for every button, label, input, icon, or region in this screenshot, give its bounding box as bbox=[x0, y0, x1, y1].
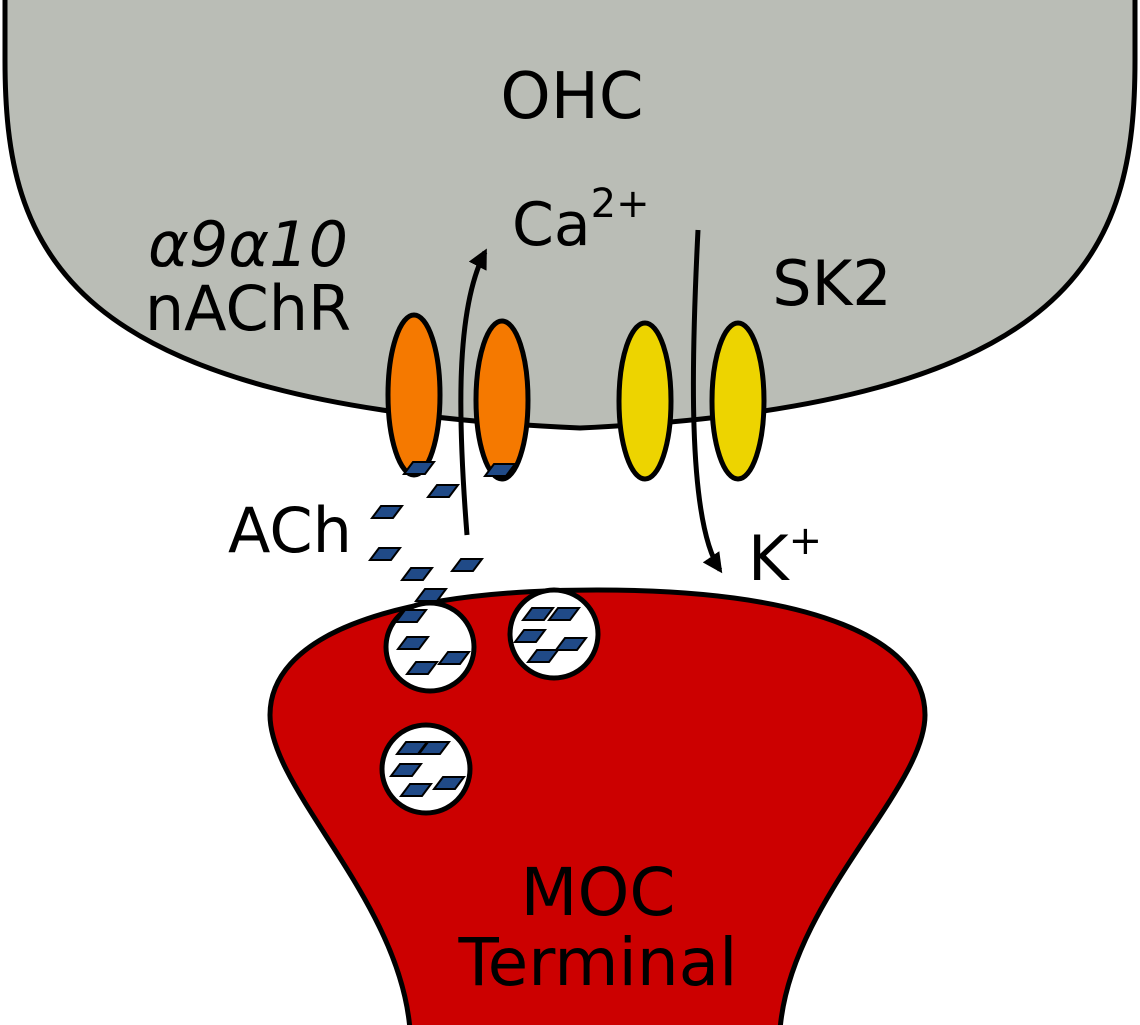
ach-molecule bbox=[417, 741, 451, 755]
ach-molecule bbox=[450, 558, 484, 572]
ach-molecule bbox=[402, 461, 436, 475]
ach-molecule bbox=[521, 607, 555, 621]
ach-molecule bbox=[437, 651, 471, 665]
receptor-label-line2: nAChR bbox=[145, 272, 351, 345]
ach-molecule bbox=[405, 661, 439, 675]
ohc-cell bbox=[2, 0, 1138, 431]
ach-molecule bbox=[389, 763, 423, 777]
potassium-label: K+ bbox=[748, 518, 822, 595]
calcium-influx-arrow bbox=[458, 248, 488, 536]
sk2-subunit-left bbox=[616, 320, 674, 482]
ach-molecule bbox=[394, 609, 428, 623]
ach-molecule bbox=[368, 547, 402, 561]
ach-molecule bbox=[396, 636, 430, 650]
ach-molecule bbox=[414, 588, 448, 602]
ach-molecules bbox=[368, 461, 588, 797]
ach-molecule bbox=[370, 505, 404, 519]
moc-terminal bbox=[267, 587, 928, 1025]
ach-molecule bbox=[547, 607, 581, 621]
calcium-label: Ca2+ bbox=[512, 181, 650, 260]
potassium-efflux-arrow bbox=[690, 229, 723, 574]
sk2-label: SK2 bbox=[772, 247, 891, 320]
vesicle bbox=[383, 600, 477, 694]
nachr-subunit-right bbox=[473, 318, 531, 482]
ach-molecule bbox=[426, 484, 460, 498]
ach-molecule bbox=[432, 776, 466, 790]
ach-molecule bbox=[399, 783, 433, 797]
sk2-subunit-right bbox=[709, 320, 767, 482]
ach-molecule bbox=[554, 637, 588, 651]
ach-label: ACh bbox=[228, 494, 352, 567]
nachr-subunit-left bbox=[385, 312, 443, 478]
moc-label-line2: Terminal bbox=[458, 924, 738, 1001]
ach-molecule bbox=[400, 567, 434, 581]
ach-molecule bbox=[483, 463, 517, 477]
ach-molecule bbox=[513, 629, 547, 643]
receptor-label-line1: α9α10 bbox=[148, 208, 348, 281]
moc-label-line1: MOC bbox=[521, 854, 676, 931]
ohc-label: OHC bbox=[500, 60, 643, 134]
ach-molecule bbox=[526, 649, 560, 663]
